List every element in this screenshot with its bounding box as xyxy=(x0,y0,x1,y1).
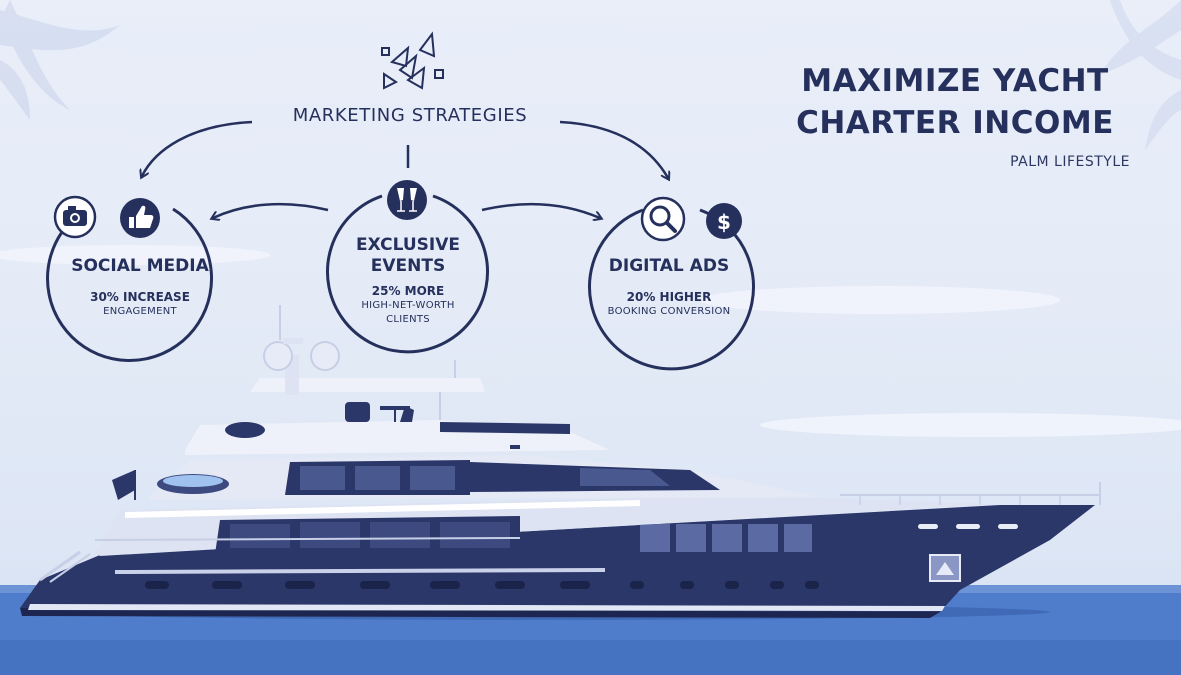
marketing-strategies-label: MARKETING STRATEGIES xyxy=(292,105,528,126)
magnifier-icon xyxy=(640,196,686,242)
social-media-stat: 30% INCREASE xyxy=(90,290,190,304)
yacht-illustration xyxy=(20,305,1101,620)
brand-name: PALM LIFESTYLE xyxy=(1010,154,1130,170)
digital-ads-node: DIGITAL ADS 20% HIGHER BOOKING CONVERSIO… xyxy=(588,256,750,319)
thumbs-up-icon xyxy=(120,198,160,238)
strategy-circles xyxy=(46,194,755,371)
svg-text:$: $ xyxy=(717,210,731,234)
social-media-detail: ENGAGEMENT xyxy=(103,306,177,317)
dollar-icon: $ xyxy=(706,203,742,239)
cloud-decoration xyxy=(0,245,1181,437)
digital-ads-detail: BOOKING CONVERSION xyxy=(607,306,731,317)
exclusive-events-stat: 25% MORE xyxy=(371,284,445,298)
exclusive-events-detail-1: HIGH-NET-WORTH xyxy=(361,300,455,311)
palm-leaf-left-icon xyxy=(0,0,120,120)
social-media-node: SOCIAL MEDIA 30% INCREASE ENGAGEMENT xyxy=(60,256,220,319)
exclusive-events-heading-1: EXCLUSIVE xyxy=(356,235,460,255)
digital-ads-stat: 20% HIGHER xyxy=(626,290,712,304)
digital-ads-heading: DIGITAL ADS xyxy=(608,256,730,276)
social-media-heading: SOCIAL MEDIA xyxy=(71,256,209,276)
exclusive-events-node: EXCLUSIVE EVENTS 25% MORE HIGH-NET-WORTH… xyxy=(330,235,486,327)
connector-arrows xyxy=(142,120,668,218)
camera-icon xyxy=(53,195,97,239)
title-line-2: CHARTER INCOME xyxy=(796,105,1114,141)
champagne-glasses-icon xyxy=(387,180,427,220)
exclusive-events-detail-2: CLIENTS xyxy=(386,314,430,325)
exclusive-events-heading-2: EVENTS xyxy=(370,256,446,276)
geometric-shapes-icon xyxy=(381,31,444,90)
palm-leaf-right-icon xyxy=(1100,0,1181,150)
title-line-1: MAXIMIZE YACHT xyxy=(801,63,1109,99)
page-title: MAXIMIZE YACHT CHARTER INCOME xyxy=(760,60,1150,144)
